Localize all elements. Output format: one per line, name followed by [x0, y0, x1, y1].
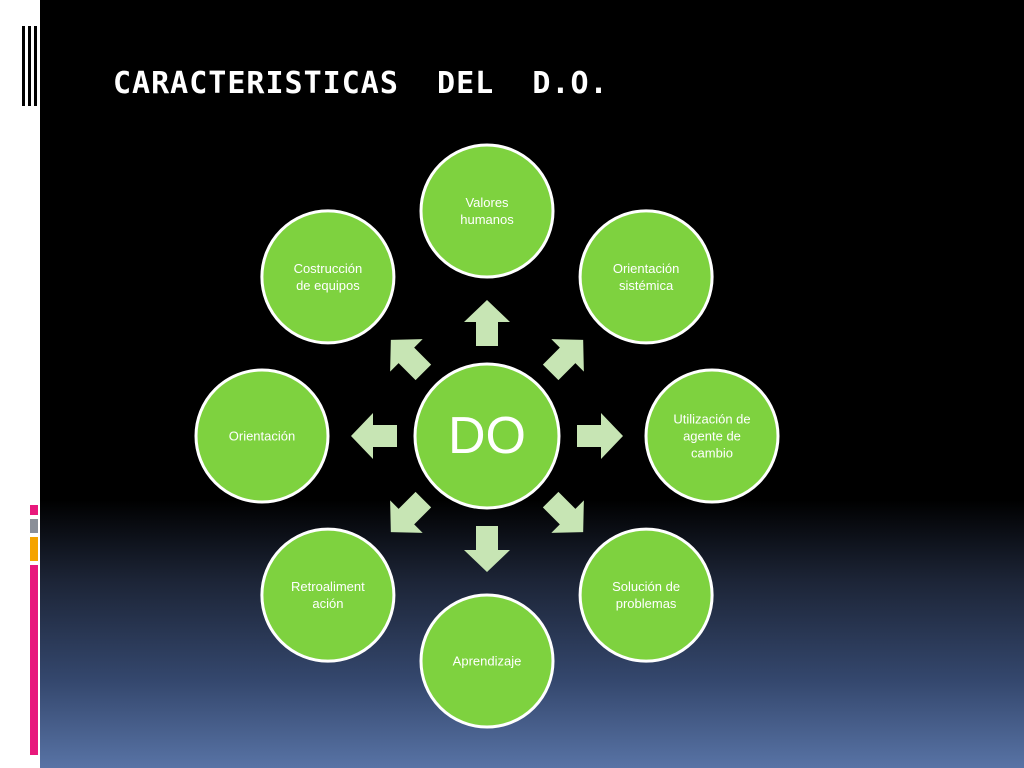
top-decor-marks: [20, 26, 40, 106]
arrow-to-retroalimentacion: [390, 491, 432, 533]
node-label-orientacion: Orientación: [228, 428, 296, 444]
nodes-group: [194, 143, 780, 729]
node-orientacion-sistemica: [578, 209, 714, 345]
arrow-to-agente-cambio: [577, 413, 623, 459]
node-orientacion: [194, 368, 330, 504]
node-solucion: [578, 527, 714, 663]
arrow-to-solucion: [542, 491, 584, 533]
side-accent-bars: [30, 505, 38, 755]
arrow-to-orientacion-sistemica: [542, 339, 584, 381]
page-title: CARACTERISTICAS DEL D.O.: [113, 66, 609, 101]
arrow-to-orientacion: [351, 413, 397, 459]
arrow-to-equipos: [390, 339, 432, 381]
node-aprendizaje: [419, 593, 555, 729]
arrows-group: [351, 300, 623, 572]
center-node-label: DO: [448, 407, 526, 465]
node-equipos: [260, 209, 396, 345]
node-agente-cambio: [644, 368, 780, 504]
node-retroalimentacion: [260, 527, 396, 663]
center-node: [413, 362, 561, 510]
node-valores: [419, 143, 555, 279]
node-label-aprendizaje: Aprendizaje: [452, 653, 522, 669]
arrow-to-valores: [464, 300, 510, 346]
arrow-to-aprendizaje: [464, 526, 510, 572]
